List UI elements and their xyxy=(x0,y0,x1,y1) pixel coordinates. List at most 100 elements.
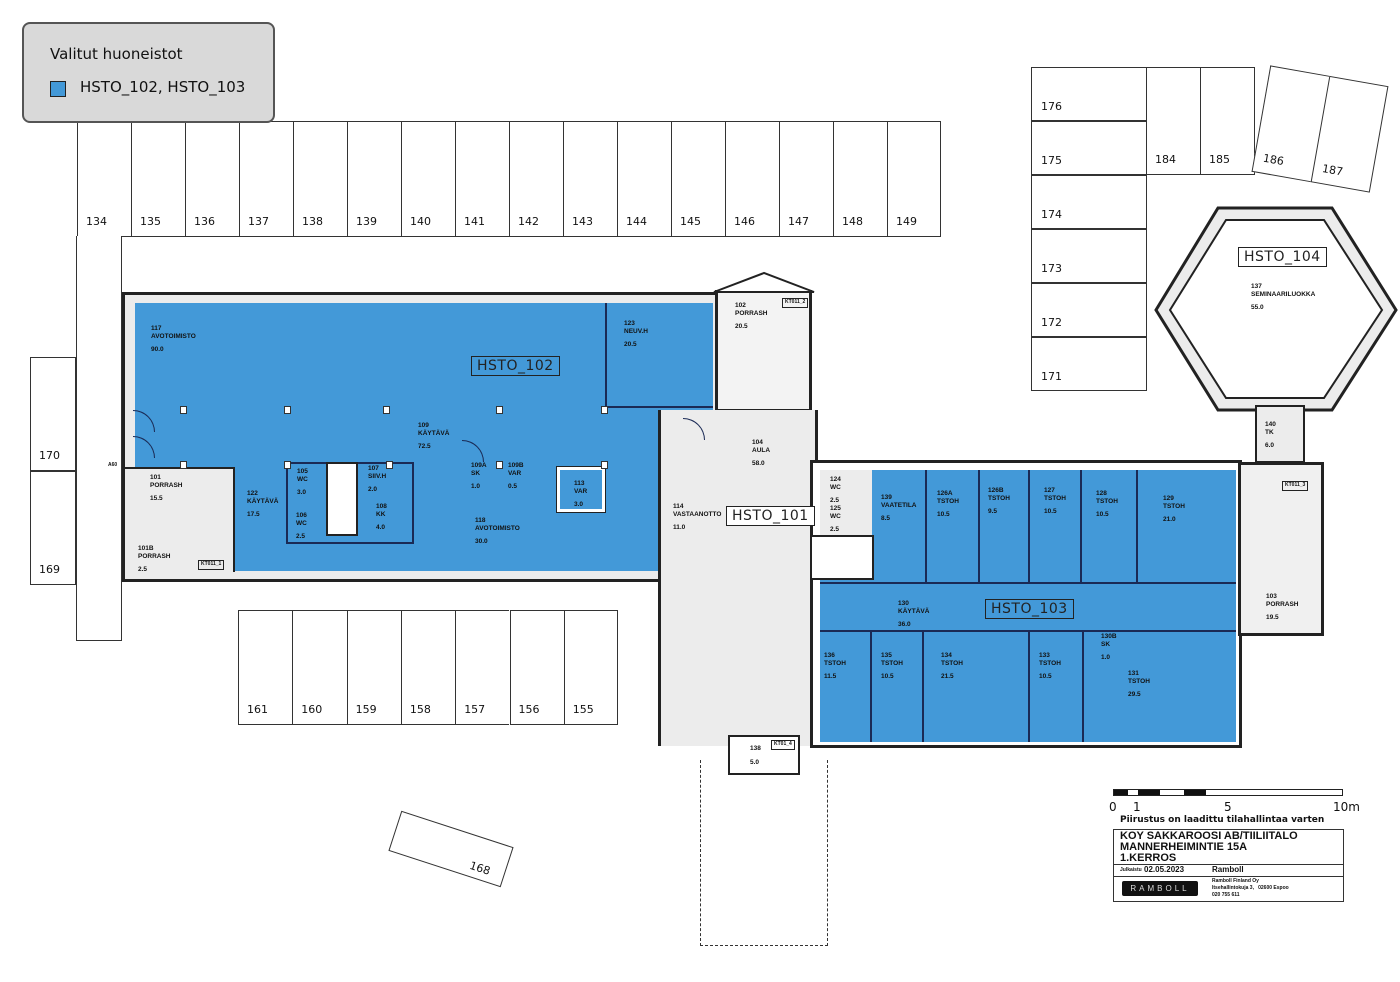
parking-spot[interactable]: 148 xyxy=(833,121,887,237)
parking-spot[interactable]: 144 xyxy=(617,121,671,237)
room-number: 109B xyxy=(508,462,524,469)
unit-label-hsto-104[interactable]: HSTO_104 xyxy=(1238,247,1327,267)
spot-label: 176 xyxy=(1041,100,1062,113)
parking-spot[interactable]: 140 xyxy=(401,121,455,237)
parking-spot[interactable]: 171 xyxy=(1031,337,1147,391)
room-name: KK xyxy=(376,510,386,518)
wall-line xyxy=(1028,630,1030,742)
parking-spot[interactable]: 168 xyxy=(388,810,514,888)
parking-spot[interactable]: 155 xyxy=(563,610,619,725)
parking-spot[interactable]: 134 xyxy=(77,121,131,237)
room-number: 104 xyxy=(752,439,763,446)
room-area: 90.0 xyxy=(151,346,164,353)
parking-spot[interactable]: 139 xyxy=(347,121,401,237)
parking-spot[interactable]: 161 xyxy=(238,610,293,725)
room-name: TSTOH xyxy=(1096,497,1118,505)
unit-label-hsto-102[interactable]: HSTO_102 xyxy=(471,356,560,376)
parking-spot[interactable]: 158 xyxy=(400,610,456,725)
parking-spot[interactable]: 174 xyxy=(1031,175,1147,229)
parking-spot[interactable]: 136 xyxy=(185,121,239,237)
parking-spot[interactable]: 146 xyxy=(725,121,779,237)
parking-spot[interactable]: 138 xyxy=(293,121,347,237)
corridor-aula xyxy=(658,410,818,746)
room-number: 137 xyxy=(1251,283,1262,290)
spot-label: 161 xyxy=(247,703,268,716)
parking-spot[interactable]: 172 xyxy=(1031,283,1147,337)
room-name: AVOTOIMISTO xyxy=(151,332,196,340)
parking-spot[interactable]: 160 xyxy=(292,610,347,725)
spot-label: 146 xyxy=(734,215,755,228)
parking-spot[interactable]: 169 xyxy=(30,471,76,585)
wall-line xyxy=(820,582,1236,584)
parking-spot[interactable]: 135 xyxy=(131,121,185,237)
parking-spot[interactable]: 156 xyxy=(509,610,564,725)
room-area: 10.5 xyxy=(1039,673,1052,680)
unit-label-hsto-101[interactable]: HSTO_101 xyxy=(726,506,815,526)
parking-spot[interactable]: 157 xyxy=(455,610,510,725)
parking-spot[interactable]: 143 xyxy=(563,121,617,237)
parking-spot[interactable]: 176 xyxy=(1031,67,1147,121)
column xyxy=(284,461,291,469)
parking-spot[interactable]: 137 xyxy=(239,121,293,237)
parking-spot[interactable]: 175 xyxy=(1031,121,1147,175)
parking-spot[interactable]: 170 xyxy=(30,357,76,471)
room-name: AULA xyxy=(752,446,771,454)
parking-spot[interactable]: 149 xyxy=(887,121,941,237)
parking-spot[interactable]: 142 xyxy=(509,121,563,237)
parking-spot[interactable]: 147 xyxy=(779,121,833,237)
room-101-stair xyxy=(125,467,235,572)
spot-label: 145 xyxy=(680,215,701,228)
room-number: 128 xyxy=(1096,490,1107,497)
room-name: SIIV.H xyxy=(368,472,387,480)
parking-spot[interactable]: 173 xyxy=(1031,229,1147,283)
parking-spot[interactable]: 145 xyxy=(671,121,725,237)
spot-label: 187 xyxy=(1321,162,1344,179)
parking-spot[interactable]: 141 xyxy=(455,121,509,237)
parking-spot[interactable]: 159 xyxy=(346,610,401,725)
tag-kt1: KT011_1 xyxy=(198,560,225,570)
room-name: WC xyxy=(830,483,841,491)
room-area: 11.5 xyxy=(824,673,837,680)
parking-spot[interactable]: 185 xyxy=(1200,67,1255,175)
unit-label-hsto-103[interactable]: HSTO_103 xyxy=(985,599,1074,619)
spot-label: 157 xyxy=(464,703,486,716)
room-area: 20.5 xyxy=(735,323,748,330)
parking-spot[interactable]: 184 xyxy=(1146,67,1200,175)
